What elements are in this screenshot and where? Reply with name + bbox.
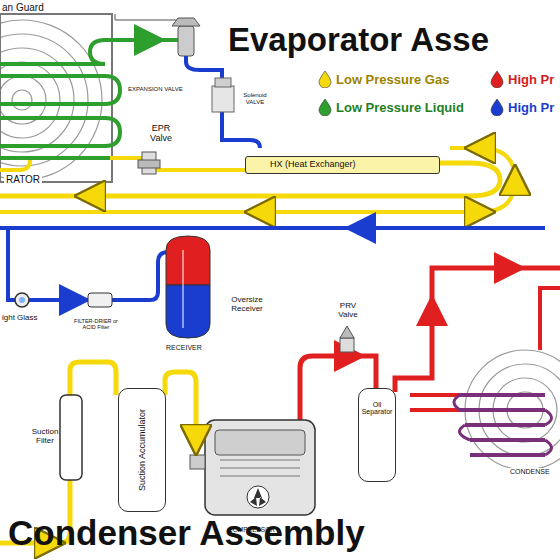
legend-swatch bbox=[318, 98, 332, 116]
receiver-tank bbox=[166, 236, 210, 338]
part-label: Suction Filter bbox=[30, 428, 60, 446]
part-label: an Guard bbox=[2, 2, 44, 13]
component-name: Suction Accumulator bbox=[137, 409, 147, 491]
compressor bbox=[190, 420, 315, 515]
legend-text: High Pr bbox=[508, 100, 554, 115]
legend-text: Low Pressure Gas bbox=[336, 72, 449, 87]
part-label: ight Glass bbox=[2, 314, 38, 323]
component-name: HX (Heat Exchanger) bbox=[246, 157, 439, 171]
part-label: RECEIVER bbox=[166, 344, 202, 352]
section-title: Condenser Assembly bbox=[8, 514, 365, 553]
part-label: CONDENSE bbox=[508, 468, 552, 476]
heat-exchanger: HX (Heat Exchanger) bbox=[245, 156, 440, 174]
oil-separator: Oil Separator bbox=[358, 388, 396, 482]
filter-drier bbox=[88, 293, 112, 307]
part-label: EPR Valve bbox=[146, 124, 176, 144]
expansion-valve bbox=[115, 14, 200, 56]
suction-filter bbox=[60, 395, 82, 480]
legend-text: Low Pressure Liquid bbox=[336, 100, 464, 115]
part-label: FILTER-DRIER or ACID Filter bbox=[74, 318, 118, 330]
legend-swatch bbox=[318, 70, 332, 88]
evaporator-coil bbox=[0, 40, 150, 158]
legend-swatch bbox=[490, 98, 504, 116]
accumulator-tank: Suction Accumulator bbox=[118, 388, 166, 512]
epr-valve bbox=[138, 152, 160, 174]
part-label: Solenoid VALVE bbox=[240, 92, 270, 105]
prv-valve bbox=[340, 326, 354, 352]
condenser-coil bbox=[425, 350, 560, 515]
component-name: Oil Separator bbox=[359, 389, 395, 415]
part-label: RATOR bbox=[4, 174, 42, 185]
legend-swatch bbox=[490, 70, 504, 88]
part-label: EXPANSION VALVE bbox=[126, 86, 185, 93]
sight-glass bbox=[15, 293, 29, 307]
diagram-title: Evaporator Asse bbox=[228, 22, 489, 58]
part-label: PRV Valve bbox=[334, 302, 362, 320]
part-label: Oversize Receiver bbox=[220, 296, 274, 314]
solenoid-valve bbox=[212, 78, 234, 112]
legend-text: High Pr bbox=[508, 72, 554, 87]
